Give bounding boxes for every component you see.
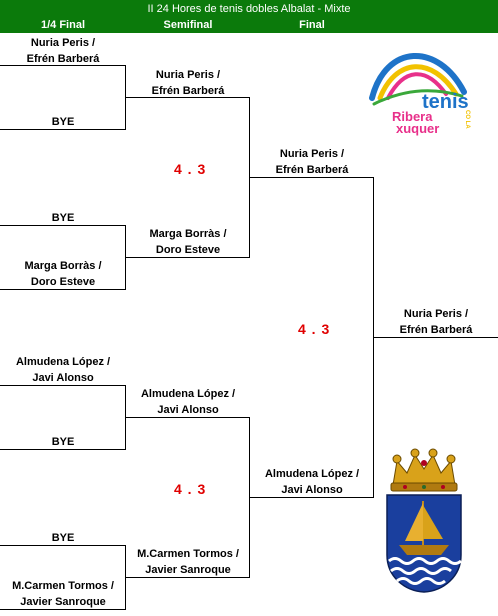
bracket-line	[0, 449, 126, 450]
bracket-line	[250, 177, 374, 178]
tennis-club-logo: tenis Ribera xuquer CO LA	[369, 53, 470, 136]
logo-sub2: xuquer	[396, 121, 439, 136]
final-entry-2-line2: Javi Alonso	[281, 484, 343, 496]
bracket-line	[0, 129, 126, 130]
score-semifinal-bottom: 4 . 3	[174, 481, 207, 497]
page-title: II 24 Hores de tenis dobles Albalat - Mi…	[0, 0, 498, 18]
bracket-line	[126, 417, 250, 418]
bracket-line	[249, 97, 250, 258]
qf-entry-3-line1: BYE	[51, 212, 75, 224]
bracket-line	[0, 225, 126, 226]
bracket-line	[126, 97, 250, 98]
qf-entry-5: Almudena López / Javi Alonso	[0, 354, 126, 386]
logo-side-text: CO LA	[464, 110, 470, 129]
sf-entry-3: Almudena López / Javi Alonso	[126, 386, 250, 418]
bracket-line	[0, 289, 126, 290]
final-entry-1: Nuria Peris / Efrén Barberá	[250, 146, 374, 178]
sf-entry-4: M.Carmen Tormos / Javier Sanroque	[126, 546, 250, 578]
sf-entry-3-line2: Javi Alonso	[157, 404, 219, 416]
bracket-line	[125, 65, 126, 130]
sf-entry-1: Nuria Peris / Efrén Barberá	[126, 67, 250, 99]
qf-entry-2: BYE	[0, 114, 126, 130]
bracket-line	[125, 225, 126, 290]
final-entry-2-line1: Almudena López /	[264, 468, 360, 480]
header-semifinal: Semifinal	[163, 19, 213, 31]
logo-word: tenis	[422, 91, 469, 113]
bracket-line	[125, 385, 126, 450]
qf-entry-4: Marga Borràs / Doro Esteve	[0, 258, 126, 290]
qf-entry-6: BYE	[0, 434, 126, 450]
bracket-line	[126, 577, 250, 578]
bracket-line	[250, 497, 374, 498]
qf-entry-4-line2: Doro Esteve	[30, 276, 96, 288]
qf-entry-1-line2: Efrén Barberá	[26, 53, 100, 65]
bracket-line	[0, 609, 126, 610]
sf-entry-1-line2: Efrén Barberá	[151, 85, 225, 97]
sf-entry-4-line1: M.Carmen Tormos /	[137, 548, 239, 560]
qf-entry-7-line1: BYE	[51, 532, 75, 544]
sf-entry-4-line2: Javier Sanroque	[145, 564, 231, 576]
final-entry-1-line1: Nuria Peris /	[279, 148, 345, 160]
bracket-line	[373, 177, 374, 498]
final-entry-1-line2: Efrén Barberá	[275, 164, 349, 176]
sf-entry-3-line1: Almudena López /	[140, 388, 236, 400]
final-entry-2: Almudena López / Javi Alonso	[250, 466, 374, 498]
sf-entry-1-line1: Nuria Peris /	[155, 69, 221, 81]
qf-entry-1: Nuria Peris / Efrén Barberá	[0, 35, 126, 67]
qf-entry-2-line1: BYE	[51, 116, 75, 128]
bracket-line	[249, 417, 250, 578]
header-quarter-final: 1/4 Final	[40, 19, 86, 31]
bracket-line	[0, 545, 126, 546]
qf-entry-8-line1: M.Carmen Tormos /	[12, 580, 114, 592]
qf-entry-8: M.Carmen Tormos / Javier Sanroque	[0, 578, 126, 610]
bracket-line	[0, 385, 126, 386]
qf-entry-1-line1: Nuria Peris /	[30, 37, 96, 49]
bracket-line	[126, 257, 250, 258]
qf-entry-5-line2: Javi Alonso	[32, 372, 94, 384]
sf-entry-2-line1: Marga Borràs /	[149, 228, 227, 240]
champion-line2: Efrén Barberá	[399, 324, 473, 336]
header-final: Final	[299, 19, 325, 31]
champion-line1: Nuria Peris /	[403, 308, 469, 320]
qf-entry-6-line1: BYE	[51, 436, 75, 448]
qf-entry-3: BYE	[0, 210, 126, 226]
logo-sub1: Ribera	[392, 109, 433, 124]
qf-entry-4-line1: Marga Borràs /	[24, 260, 102, 272]
score-final: 4 . 3	[298, 321, 331, 337]
qf-entry-7: BYE	[0, 530, 126, 546]
qf-entry-8-line2: Javier Sanroque	[20, 596, 106, 608]
coat-of-arms	[386, 448, 462, 593]
bracket-line	[0, 65, 126, 66]
bracket-line	[374, 337, 498, 338]
sf-entry-2-line2: Doro Esteve	[155, 244, 221, 256]
round-header-bar: 1/4 Final Semifinal Final	[0, 18, 498, 33]
champion-entry: Nuria Peris / Efrén Barberá	[374, 306, 498, 338]
score-semifinal-top: 4 . 3	[174, 161, 207, 177]
sf-entry-2: Marga Borràs / Doro Esteve	[126, 226, 250, 258]
bracket-line	[125, 545, 126, 610]
qf-entry-5-line1: Almudena López /	[15, 356, 111, 368]
